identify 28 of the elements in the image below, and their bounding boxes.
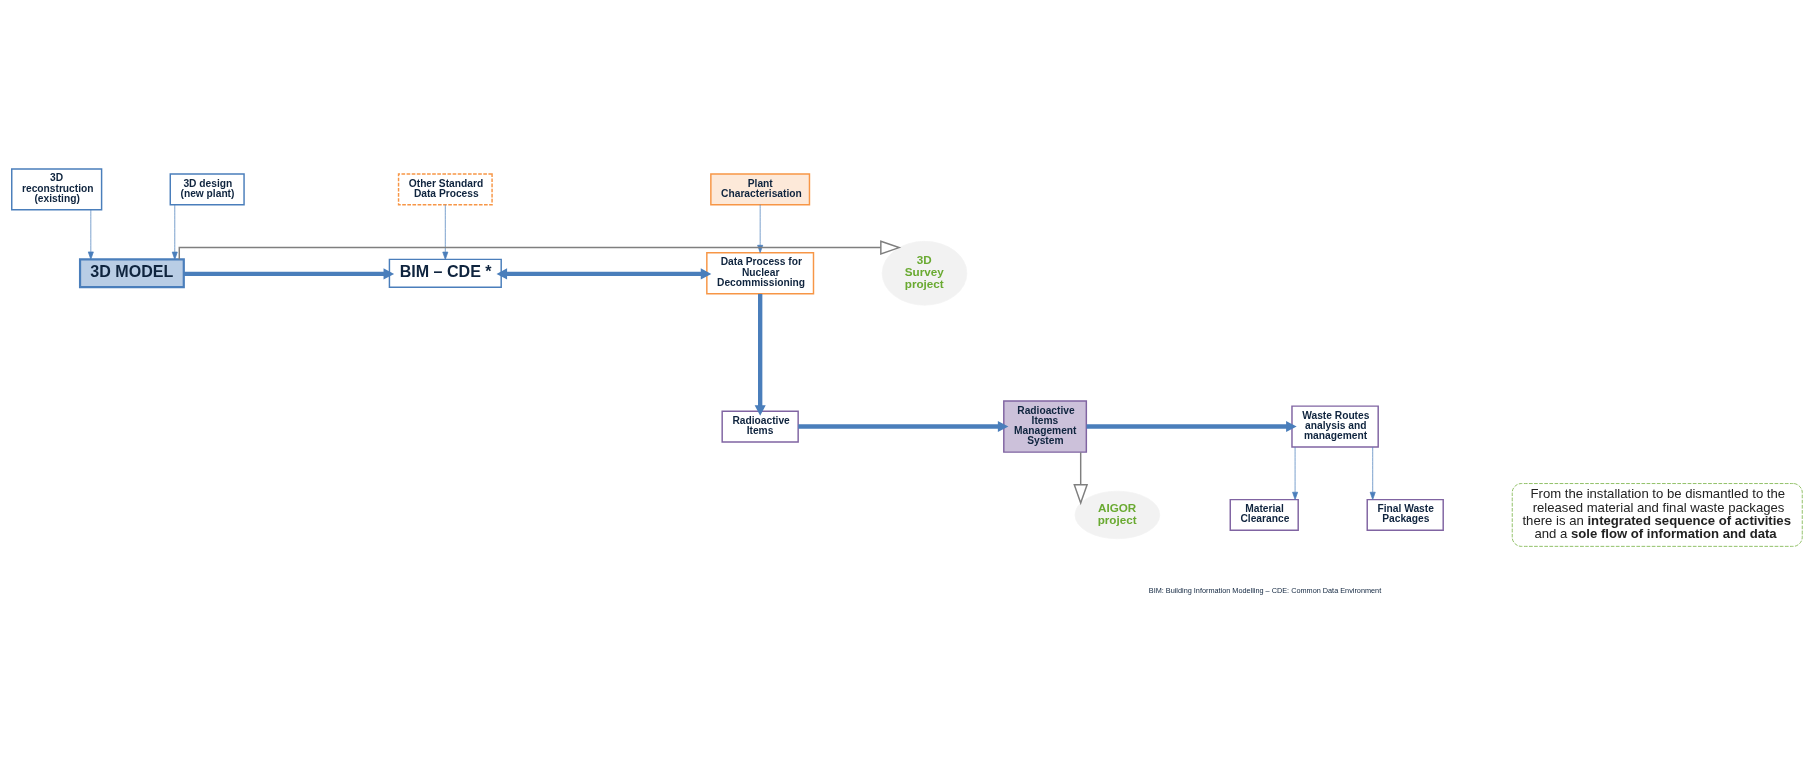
arrow: [171, 204, 178, 260]
arrow: [1369, 446, 1376, 500]
arrow: [757, 204, 764, 253]
node-box: Radioactive Items: [721, 410, 799, 443]
node-box: BIM – CDE *: [388, 258, 502, 288]
arrow: [1086, 421, 1297, 433]
node-box: 3D reconstruction (existing): [11, 168, 103, 211]
label: BIM: Building Information Modelling – CDE: Common Data Environment: [1148, 585, 1382, 595]
arrow: [1073, 451, 1089, 506]
arrow: [442, 204, 449, 260]
arrow: [1292, 446, 1298, 500]
arrow: [184, 268, 395, 280]
node-ellipse: AIGOR project: [1074, 490, 1161, 540]
arrow: [798, 421, 1009, 433]
arrow: [178, 240, 902, 260]
node-box: Waste Routes analysis and management: [1291, 405, 1379, 448]
node-box: 3D design (new plant): [169, 173, 245, 206]
node-box: Data Process for Nuclear Decommissioning: [706, 252, 815, 295]
node-box: Final Waste Packages: [1366, 498, 1444, 532]
node-box: Radioactive Items Management System: [1003, 400, 1088, 453]
arrow: [496, 268, 712, 280]
node-box: Other Standard Data Process: [397, 173, 493, 206]
node-box: 3D MODEL: [78, 258, 185, 289]
node-box: From the installation to be dismantled to the released material and final waste packages there is an integrated sequence of activities and a sole flow of information and data: [1511, 483, 1803, 547]
node-box: Plant Characterisation: [710, 173, 811, 206]
arrow: [754, 293, 766, 416]
node-box: Material Clearance: [1229, 498, 1299, 532]
arrow: [87, 209, 94, 260]
